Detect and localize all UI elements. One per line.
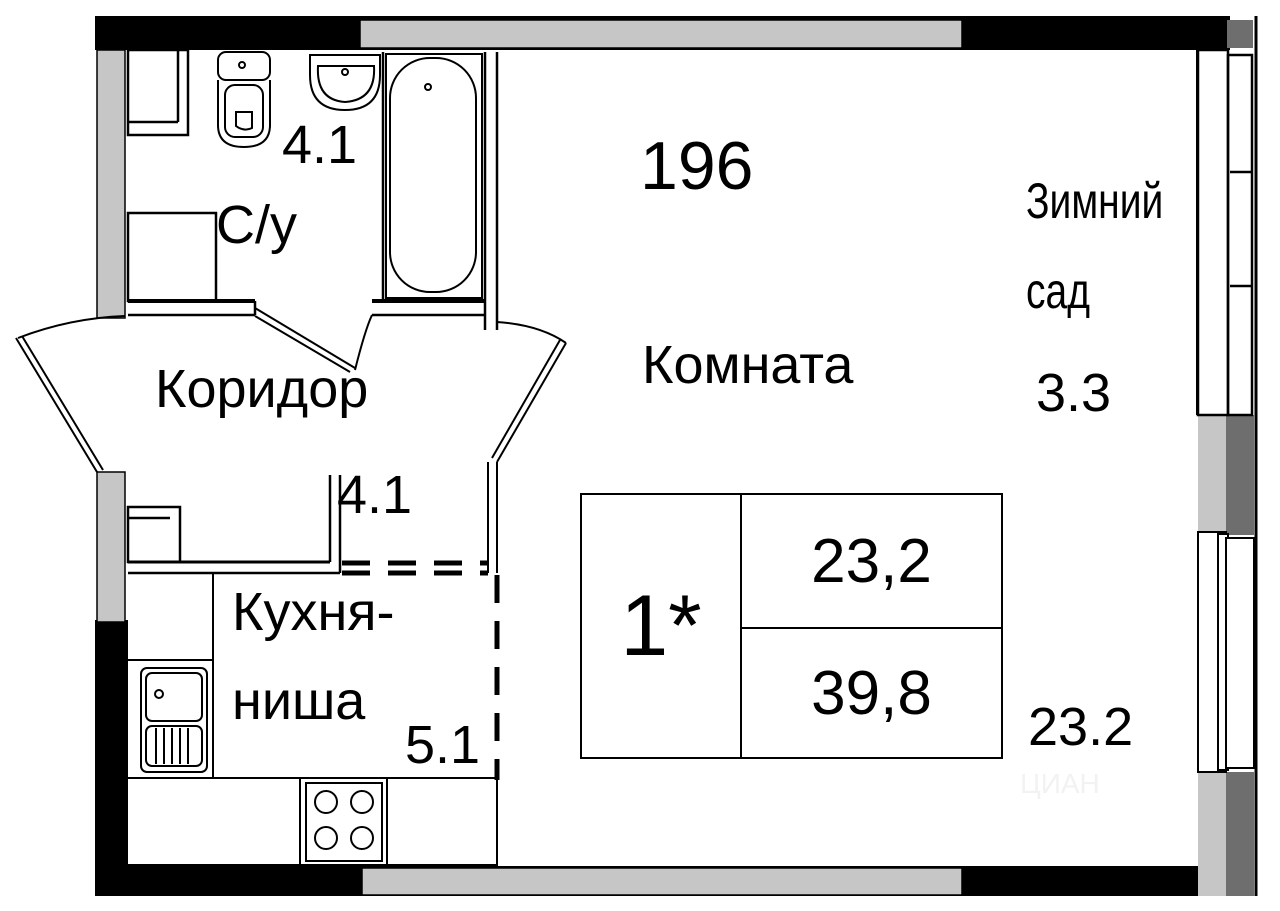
corridor-walls xyxy=(15,315,567,573)
corridor-name: Коридор xyxy=(155,359,369,419)
winter-garden-name-line1: Зимний xyxy=(1026,173,1164,229)
bathroom-walls xyxy=(126,48,499,373)
window-winter-garden xyxy=(1196,48,1254,417)
total-area-cell: 39,8 xyxy=(740,627,1003,759)
living-area: 23,2 xyxy=(811,526,932,596)
kitchen-name-line2: ниша xyxy=(232,671,366,731)
kitchen-boundary xyxy=(342,560,500,780)
bathtub-icon xyxy=(385,53,483,299)
rooms-count: 1* xyxy=(620,577,702,674)
corridor-area: 4.1 xyxy=(337,465,413,525)
winter-garden-name-line2: сад xyxy=(1026,263,1090,319)
watermark: ЦИАН xyxy=(1020,768,1100,799)
living-area-cell: 23,2 xyxy=(740,493,1003,629)
interior-walls xyxy=(96,19,963,896)
kitchen-sink-icon xyxy=(140,667,208,773)
room-area: 23.2 xyxy=(1028,697,1134,757)
bathroom-name: С/у xyxy=(216,195,297,255)
window-room xyxy=(1197,531,1255,773)
rooms-count-cell: 1* xyxy=(580,493,742,759)
bathroom-area: 4.1 xyxy=(282,115,358,175)
apartment-number: 196 xyxy=(640,128,754,204)
facade-right xyxy=(1198,16,1258,896)
toilet-icon xyxy=(217,51,271,149)
room-name: Комната xyxy=(642,335,854,395)
stove-icon xyxy=(305,782,383,862)
kitchen-name-line1: Кухня- xyxy=(232,582,395,642)
sink-icon xyxy=(309,54,381,112)
kitchen-area: 5.1 xyxy=(405,715,481,775)
corridor-closet xyxy=(126,475,342,575)
total-area: 39,8 xyxy=(811,658,932,728)
winter-garden-area: 3.3 xyxy=(1036,363,1112,423)
